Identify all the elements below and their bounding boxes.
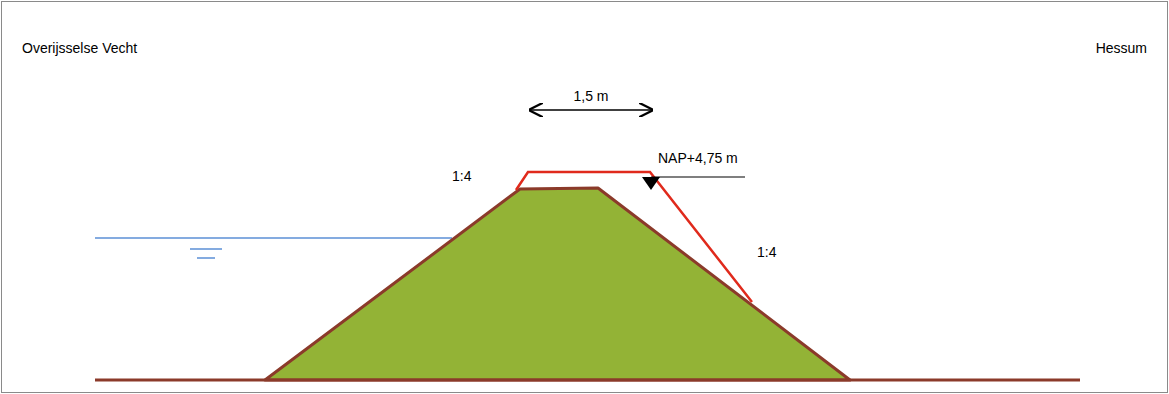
reinforcement-profile: [516, 172, 752, 302]
ground-line: [95, 379, 1080, 382]
slope-label: 1:4: [757, 244, 776, 260]
level-marker: [642, 177, 660, 190]
water-symbol: [190, 248, 222, 250]
river-name: Overijsselse Vecht: [22, 40, 137, 56]
place-name: Hessum: [1096, 40, 1147, 56]
slope-label: 1:4: [452, 168, 471, 184]
water-symbol: [197, 257, 215, 259]
level-line: [651, 176, 745, 177]
water-line: [95, 237, 452, 239]
dimension-label: 1,5 m: [573, 88, 608, 104]
dike-body: [265, 188, 850, 380]
width-dimension: [530, 109, 652, 111]
level-label: NAP+4,75 m: [658, 150, 738, 166]
